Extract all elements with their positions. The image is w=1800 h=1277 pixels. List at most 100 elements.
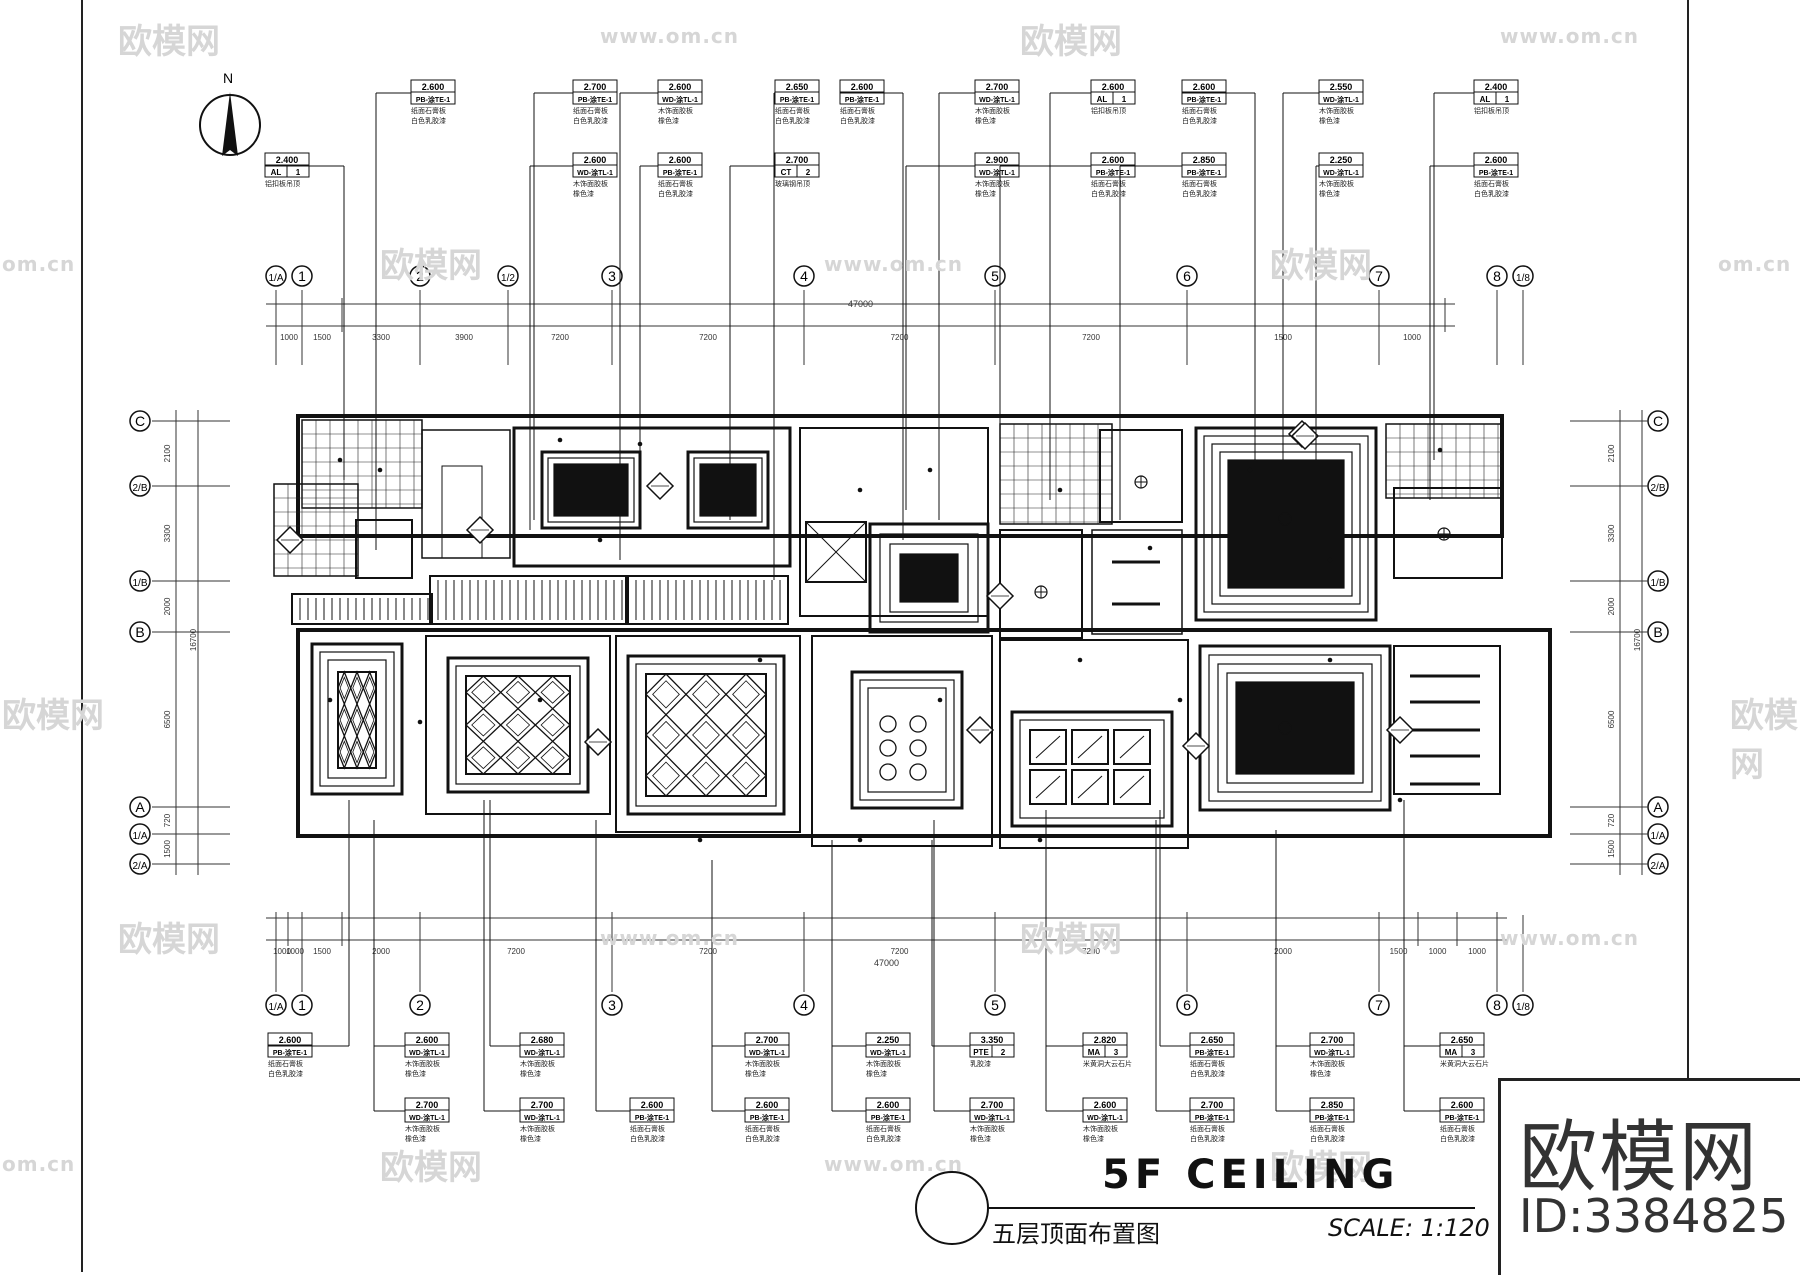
tag-code: PB-涂TE-1: [845, 95, 879, 104]
tag-material: 木饰面胶板: [866, 1059, 901, 1068]
diamond-inner: [692, 761, 720, 790]
tag-finish: 白色乳胶漆: [658, 189, 693, 198]
tag-height: 2.680: [531, 1035, 554, 1045]
glass-panel: [1029, 729, 1067, 765]
axis-label-bottom: 1/A: [268, 1002, 283, 1013]
tag-code: PB-涂TE-1: [663, 168, 697, 177]
north-arrow-icon: [222, 92, 238, 156]
tag-finish: 橡色漆: [520, 1134, 541, 1143]
tag-code: WD-涂TL-1: [749, 1048, 785, 1057]
tag-code: WD-涂TL-1: [524, 1048, 560, 1057]
axis-label-bottom: 7: [1375, 997, 1383, 1013]
recessed-ceiling: [879, 533, 979, 623]
diamond-pattern: [337, 670, 377, 770]
diamond-inner: [471, 680, 496, 704]
grid-border: [1385, 423, 1503, 499]
tag-code-box: [1318, 164, 1364, 178]
downlight-icon: [927, 467, 933, 473]
tag-height: 2.600: [1485, 155, 1508, 165]
recessed-ceiling: [547, 457, 635, 523]
diamond-pattern: [465, 675, 571, 775]
axis-label-right: 1/A: [1650, 831, 1665, 842]
tag-code-number: 2: [806, 168, 811, 177]
dimension-text: 7200: [891, 947, 909, 956]
glass-hatch: [1077, 735, 1103, 759]
axis-bubble-bottom: [1512, 994, 1534, 1016]
recessed-ceiling: [693, 457, 763, 523]
chandelier-light-icon: [879, 715, 897, 733]
axis-label-bottom: 1/8: [1516, 1002, 1530, 1013]
tag-code-box: [404, 1109, 450, 1123]
diamond-inner: [540, 713, 565, 737]
slat-ceiling: [627, 575, 789, 625]
diamond-inner: [505, 746, 531, 770]
axis-label-left: B: [135, 624, 144, 640]
downlight-icon: [1437, 447, 1443, 453]
dimension-total: 16700: [189, 628, 198, 651]
tag-material: 纸面石膏板: [630, 1124, 665, 1133]
tag-code-box: [1473, 164, 1519, 178]
tag-code: WD-涂TL-1: [1323, 95, 1359, 104]
axis-label-left: 2/A: [132, 861, 147, 872]
diamond-inner: [692, 680, 720, 709]
tag-height: 2.600: [851, 82, 874, 92]
tag-finish: 橡色漆: [1319, 116, 1340, 125]
tag-code-number: 1: [1122, 95, 1127, 104]
recessed-ceiling: [867, 687, 947, 793]
dimension-total: 47000: [874, 958, 899, 968]
tag-height: 2.700: [986, 82, 1009, 92]
dimension-text: 1500: [163, 840, 172, 858]
tag-code: PB-涂TE-1: [578, 95, 612, 104]
downlight-icon: [697, 837, 703, 843]
diamond-inner: [471, 713, 496, 737]
axis-label-top: 5: [991, 268, 999, 284]
tag-height: 2.600: [584, 155, 607, 165]
recessed-ceiling: [446, 656, 590, 794]
tag-height: 2.600: [1193, 82, 1216, 92]
tag-code: WD-涂TL-1: [662, 95, 698, 104]
axis-bubble-bottom: [793, 994, 815, 1016]
north-label: N: [223, 70, 234, 86]
tag-code-box: [1309, 1109, 1355, 1123]
dimension-text: 7200: [551, 333, 569, 342]
tag-code: AL: [1097, 95, 1108, 104]
dimension-text: 2100: [163, 444, 172, 462]
tag-code: WD-涂TL-1: [1314, 1048, 1350, 1057]
diamond-inner: [652, 680, 680, 709]
tag-finish: 橡色漆: [520, 1069, 541, 1078]
dimension-text: 2000: [1274, 947, 1292, 956]
dimension-text: 7200: [507, 947, 525, 956]
pattern-border: [337, 671, 377, 769]
downlight-icon: [1147, 545, 1153, 551]
room-outline: [425, 635, 611, 815]
diamond-inner: [505, 680, 531, 704]
tag-finish: 橡色漆: [975, 189, 996, 198]
tag-material: 木饰面胶板: [975, 106, 1010, 115]
drawing-title-chinese: 五层顶面布置图: [992, 1220, 1160, 1248]
downlight-icon: [1037, 837, 1043, 843]
dimension-total: 47000: [848, 299, 873, 309]
diamond: [725, 754, 767, 797]
tag-finish: 橡色漆: [405, 1134, 426, 1143]
axis-label-bottom: 3: [608, 997, 616, 1013]
tag-code-box: [1189, 1044, 1235, 1058]
tag-material: 木饰面胶板: [1310, 1059, 1345, 1068]
axis-label-top: 1/A: [268, 273, 283, 284]
axis-label-left: 2/B: [132, 483, 147, 494]
tag-code: PB-涂TE-1: [1315, 1113, 1349, 1122]
dimension-text: 6500: [1607, 710, 1616, 728]
tag-material: 木饰面胶板: [975, 179, 1010, 188]
axis-bubble-top: [291, 265, 313, 287]
recessed-ceiling: [455, 665, 581, 785]
downlight-icon: [757, 657, 763, 663]
diamond-inner: [540, 746, 565, 770]
diamond-inner: [352, 676, 362, 700]
axis-bubble-top: [1486, 265, 1508, 287]
dimension-text: 2000: [1607, 597, 1616, 615]
axis-bubble-left: [129, 621, 151, 643]
tag-code: PB-涂TE-1: [1445, 1113, 1479, 1122]
dimension-text: 7200: [699, 333, 717, 342]
downlight-icon: [597, 537, 603, 543]
tag-material: 纸面石膏板: [775, 106, 810, 115]
